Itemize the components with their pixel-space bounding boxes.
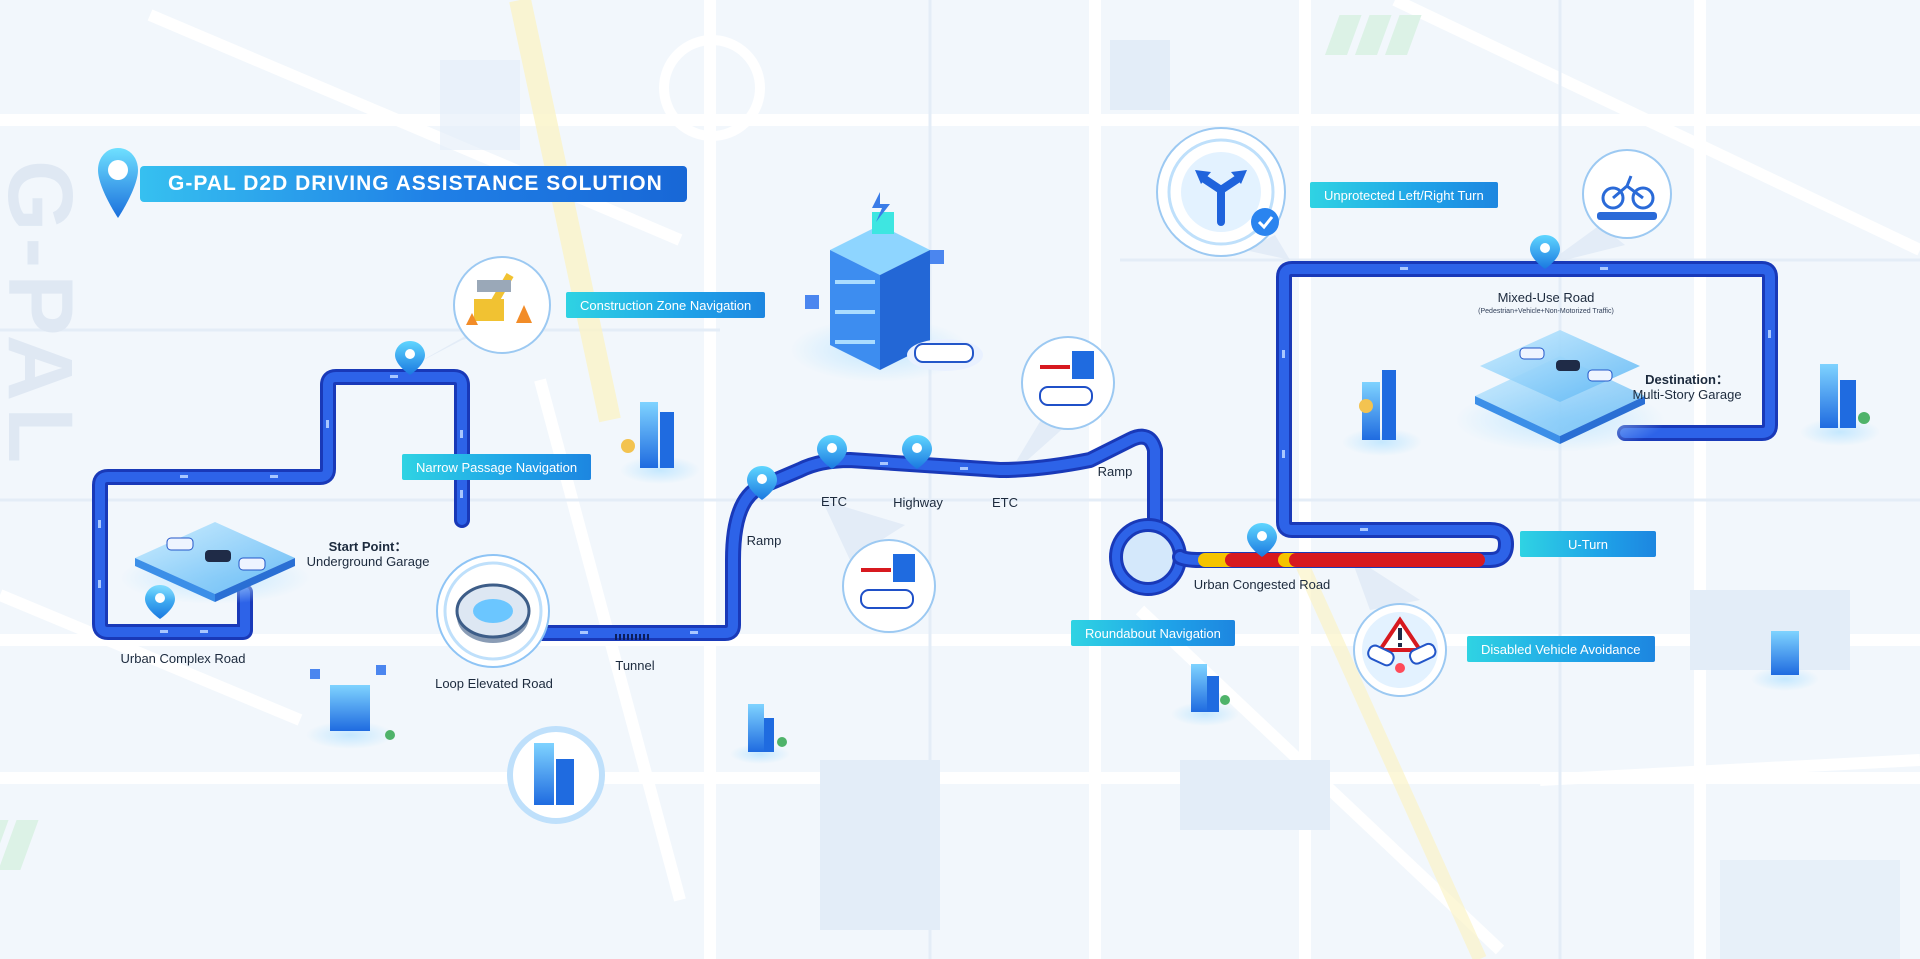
label-start-point-title: Start Point： [328,539,408,554]
label-etc-2: ETC [992,495,1018,510]
building-icon [306,665,395,749]
location-pin-icon [395,341,425,375]
callout-cone-disabled [1350,555,1420,610]
label-etc-1: ETC [821,494,847,509]
route-lane-marks [98,267,1771,634]
label-start-point-sub: Underground Garage [306,554,430,569]
etc-gate-icon [1021,336,1115,430]
route-line [92,261,1778,641]
callout-cone-mixed [1545,225,1625,265]
label-urban-complex-road: Urban Complex Road [120,651,246,666]
map-roundabout-ring [659,35,765,141]
tag-narrow-passage: Narrow Passage Navigation [402,454,592,480]
callout-cone-etc-lower [822,500,905,560]
building-icon [1751,631,1819,691]
label-ramp-2: Ramp [1097,464,1133,479]
map-arterial-road [509,0,621,423]
label-destination-sub: Multi-Story Garage [1632,387,1742,402]
tag-construction-zone: Construction Zone Navigation [566,292,766,318]
building-icon [620,402,700,484]
location-pin-icon [902,435,932,469]
loop-elevated-icon [436,554,550,668]
label-mixed-use-road: Mixed-Use Road [1497,290,1595,305]
location-pin-icon [747,466,777,500]
map-parks [0,15,1422,870]
label-urban-congested-road: Urban Congested Road [1193,577,1331,592]
construction-crane-icon [453,256,551,354]
building-icon [1800,364,1880,446]
location-pin-icon [1247,523,1277,557]
page-title: G-PAL D2D DRIVING ASSISTANCE SOLUTION [140,166,687,202]
checkmark-icon [1251,208,1279,236]
label-tunnel: Tunnel [615,658,655,673]
building-icon [1342,370,1422,456]
turn-arrow-icon [1156,127,1286,257]
tag-u-turn: U-Turn [1520,531,1656,557]
watermark-text: G-PAL [0,160,91,470]
location-pin-icon [98,148,138,218]
tag-unprotected-turn: Unprotected Left/Right Turn [1310,182,1498,208]
parking-garage-icon [1455,330,1665,452]
location-pin-icon [817,435,847,469]
callout-cone-turn [1245,235,1290,260]
label-highway: Highway [893,495,943,510]
bicycle-icon [1582,149,1672,239]
label-destination-title: Destination： [1645,372,1729,387]
tag-disabled-vehicle: Disabled Vehicle Avoidance [1467,636,1655,662]
label-mixed-use-sub: (Pedestrian+Vehicle+Non-Motorized Traffi… [1478,308,1614,315]
etc-gate-icon [842,539,936,633]
parking-garage-icon [120,522,310,604]
building-icon [730,704,790,764]
label-loop-elevated-road: Loop Elevated Road [435,676,553,691]
tag-roundabout: Roundabout Navigation [1071,620,1235,646]
label-ramp-1: Ramp [746,533,782,548]
building-icon [1171,664,1239,726]
map-arterial-road-2 [1293,557,1487,959]
server-cloud-icon [790,192,983,382]
map-blocks [440,40,1900,959]
building-icon [507,726,605,824]
location-pin-icon [1530,235,1560,269]
warning-triangle-icon [1353,603,1447,697]
